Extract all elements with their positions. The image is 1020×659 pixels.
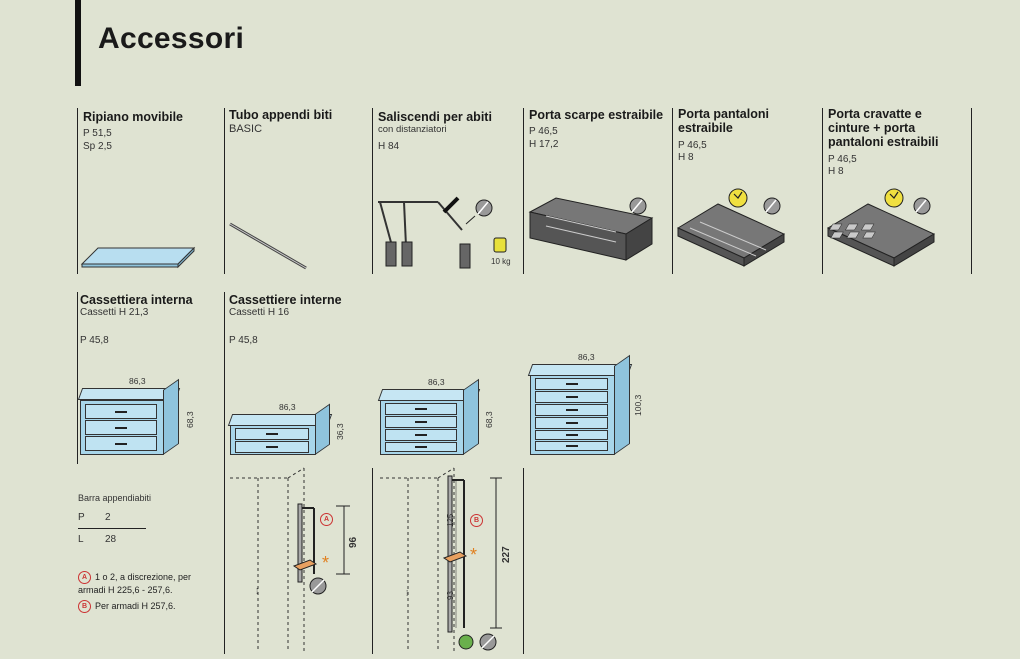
diagram2-bottom-dimension: 93 — [446, 591, 455, 600]
item-spec: BASIC — [229, 123, 263, 135]
rod-installation-diagram-b: * ⁞ — [380, 467, 502, 652]
drawer — [235, 428, 309, 440]
svg-text:⁞: ⁞ — [406, 589, 408, 598]
title-accent-bar — [75, 0, 81, 86]
item-title-porta-cravatte: Porta cravatte e cinture + porta pantalo… — [828, 107, 939, 149]
cabinet-side — [315, 403, 330, 455]
barra-p-label: P — [78, 512, 85, 523]
separator — [971, 108, 972, 274]
drawer — [385, 442, 457, 452]
cabinet-side — [614, 354, 630, 455]
diagram1-marker: A — [320, 511, 337, 529]
drawer — [535, 430, 608, 440]
item-title-ripiano: Ripiano movibile — [83, 110, 184, 124]
item-spec: P 46,5 — [678, 140, 707, 151]
item-title-cassettiera: Cassettiera interna — [80, 293, 193, 307]
rod-installation-diagram-a: * ⁞ — [230, 467, 350, 652]
height-dimension: 68,3 — [484, 411, 494, 428]
separator — [672, 108, 673, 274]
shoe-rack-illustration — [528, 197, 654, 261]
barra-l-label: L — [78, 534, 84, 545]
barra-p-value: 2 — [105, 512, 111, 523]
width-dimension: 86,3 — [428, 377, 445, 387]
note-b-text: Per armadi H 257,6. — [95, 601, 176, 611]
item-spec: H 8 — [828, 166, 844, 177]
cabinet-side — [163, 378, 179, 455]
item-spec: H 8 — [678, 152, 694, 163]
drawer — [85, 420, 157, 435]
item-spec: H 84 — [378, 141, 400, 152]
diagram2-marker: B — [470, 512, 487, 530]
separator — [77, 292, 78, 464]
marker-a: A — [78, 571, 91, 585]
height-dimension: 36,3 — [335, 423, 345, 440]
divider — [78, 528, 146, 529]
item-spec: Sp 2,5 — [83, 141, 112, 152]
barra-title: Barra appendiabiti — [78, 493, 152, 503]
drawer — [535, 391, 608, 403]
width-dimension: 86,3 — [129, 376, 146, 386]
separator — [523, 108, 524, 274]
wardrobe-lift-illustration — [378, 196, 507, 269]
height-dimension: 100,3 — [633, 394, 643, 416]
item-spec: P 45,8 — [229, 335, 258, 346]
barra-l-value: 28 — [105, 534, 117, 545]
item-title-porta-pantaloni: Porta pantaloni estraibile — [678, 107, 769, 135]
cabinet-side — [463, 378, 479, 455]
separator — [372, 108, 373, 274]
shelf-illustration — [80, 246, 196, 269]
drawer — [85, 436, 157, 451]
drawer-unit-2 — [230, 425, 316, 455]
drawer — [535, 417, 608, 429]
drawer — [535, 378, 608, 390]
item-spec: P 45,8 — [80, 335, 109, 346]
item-spec: P 46,5 — [529, 126, 558, 137]
drawer — [385, 403, 457, 415]
item-title-cassettiere: Cassettiere interne — [229, 293, 342, 307]
drawer — [535, 441, 608, 451]
marker-b: B — [78, 600, 91, 614]
svg-text:*: * — [322, 553, 329, 573]
diagram1-dimension: 96 — [348, 536, 359, 548]
note-a-text: 1 o 2, a discrezione, per armadi H 225,6… — [78, 572, 192, 596]
separator — [822, 108, 823, 274]
separator — [523, 468, 524, 654]
separator — [224, 292, 225, 654]
item-spec: H 17,2 — [529, 139, 559, 150]
item-title-tubo: Tubo appendi biti — [229, 108, 333, 122]
diagram2-top-dimension: 125 — [446, 513, 455, 527]
item-spec: con distanziatori — [378, 124, 447, 135]
separator — [224, 108, 225, 274]
item-spec: Cassetti H 16 — [229, 307, 290, 318]
separator — [372, 468, 373, 654]
width-dimension: 86,3 — [578, 352, 595, 362]
drawer — [535, 404, 608, 416]
height-dimension: 68,3 — [185, 411, 195, 428]
drawer-unit-3 — [80, 400, 164, 455]
separator — [77, 108, 78, 274]
item-spec: P 46,5 — [828, 154, 857, 165]
drawer — [385, 416, 457, 428]
drawer — [85, 404, 157, 419]
note-b: B Per armadi H 257,6. — [78, 600, 218, 614]
page-title: Accessori — [98, 22, 245, 55]
item-title-porta-scarpe: Porta scarpe estraibile — [529, 108, 664, 122]
svg-text:⁞: ⁞ — [256, 587, 258, 596]
trouser-rack-illustration — [676, 188, 786, 267]
drawer-unit-6 — [530, 375, 615, 455]
item-spec: P 51,5 — [83, 128, 112, 139]
drawer — [235, 441, 309, 453]
tie-rack-illustration — [826, 188, 936, 267]
drawer — [385, 429, 457, 441]
rod-illustration — [229, 222, 307, 270]
item-title-saliscendi: Saliscendi per abiti — [378, 110, 492, 124]
weight-label: 10 kg — [491, 257, 511, 266]
drawer-unit-4 — [380, 400, 464, 455]
item-spec: Cassetti H 21,3 — [80, 307, 149, 318]
svg-text:*: * — [470, 545, 477, 565]
diagram2-total-dimension: 227 — [501, 546, 512, 563]
width-dimension: 86,3 — [279, 402, 296, 412]
